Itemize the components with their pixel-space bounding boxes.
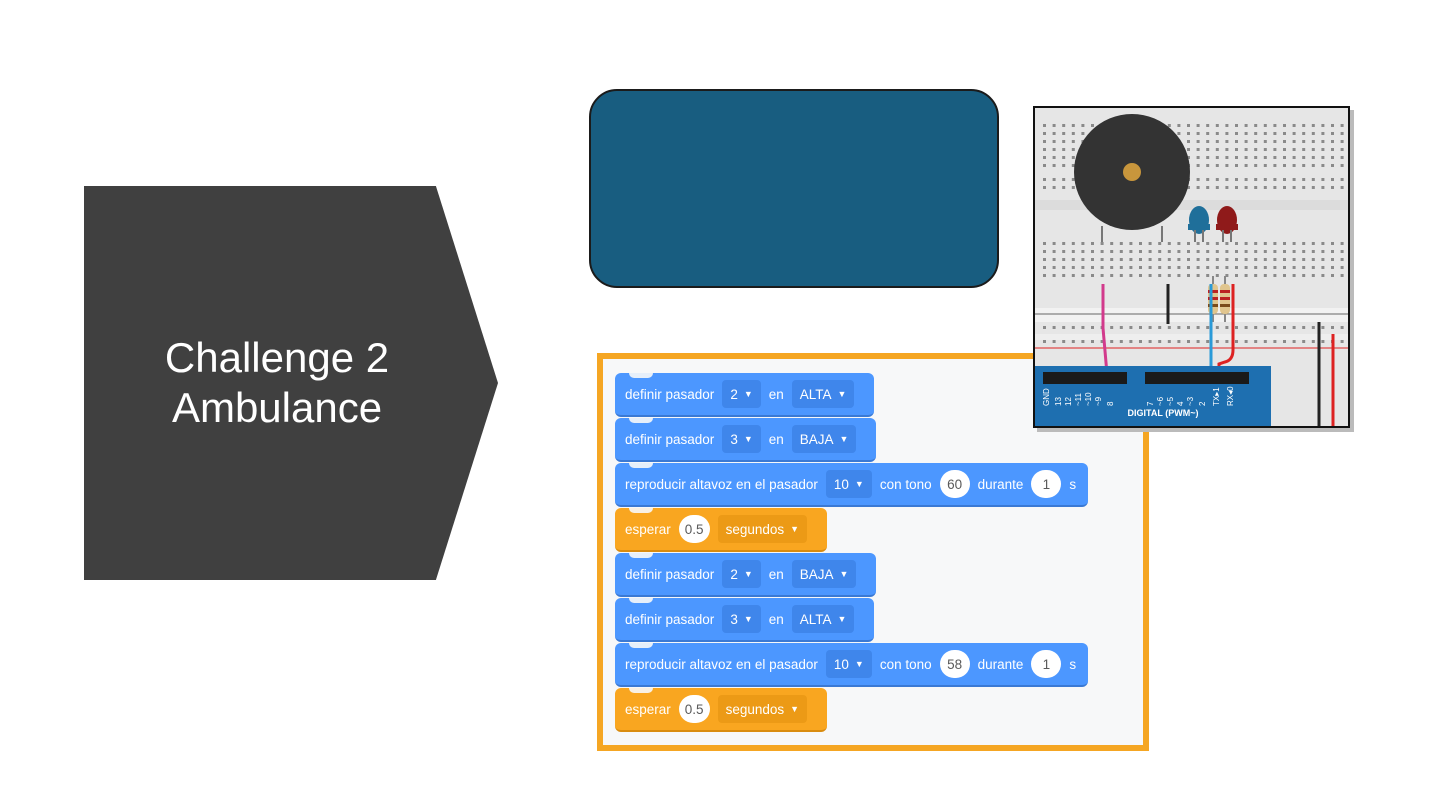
tone-input[interactable]: 60 bbox=[939, 470, 970, 498]
block-label: durante bbox=[977, 476, 1024, 492]
title-chevron bbox=[84, 186, 498, 580]
pin-label: 2 bbox=[1198, 401, 1207, 406]
wait-block[interactable]: esperar 0.5 segundos▼ bbox=[615, 508, 828, 552]
pin-label: ~5 bbox=[1166, 396, 1175, 406]
tone-input[interactable]: 58 bbox=[939, 650, 970, 678]
block-label: definir pasador bbox=[625, 431, 715, 447]
duration-input[interactable]: 1 bbox=[1031, 650, 1062, 678]
block-label: reproducir altavoz en el pasador bbox=[625, 656, 818, 672]
pin-label: RX◂0 bbox=[1226, 386, 1235, 406]
speaker-block[interactable]: reproducir altavoz en el pasador 10▼ con… bbox=[615, 643, 1089, 687]
slide-title: Challenge 2 Ambulance bbox=[84, 186, 470, 580]
wait-input[interactable]: 0.5 bbox=[678, 695, 710, 723]
block-label: esperar bbox=[625, 521, 671, 537]
set-pin-block[interactable]: definir pasador 2▼ en ALTA▼ bbox=[615, 373, 875, 417]
pin-label: 8 bbox=[1106, 401, 1115, 406]
pin-label: 12 bbox=[1064, 397, 1073, 406]
pin-label: ~3 bbox=[1186, 396, 1195, 406]
pin-label: ~9 bbox=[1094, 396, 1103, 406]
board-label: DIGITAL (PWM~) bbox=[1128, 408, 1199, 418]
block-label: definir pasador bbox=[625, 611, 715, 627]
unit-dropdown[interactable]: segundos▼ bbox=[717, 695, 808, 723]
pin-dropdown[interactable]: 2▼ bbox=[722, 560, 761, 588]
blue-panel bbox=[589, 89, 999, 288]
block-label: reproducir altavoz en el pasador bbox=[625, 476, 818, 492]
block-label: en bbox=[768, 611, 784, 627]
title-line-2: Ambulance bbox=[171, 384, 383, 431]
pin-label: ~10 bbox=[1084, 392, 1093, 406]
set-pin-block[interactable]: definir pasador 2▼ en BAJA▼ bbox=[615, 553, 877, 597]
block-label: en bbox=[768, 431, 784, 447]
set-pin-block[interactable]: definir pasador 3▼ en ALTA▼ bbox=[615, 598, 875, 642]
state-dropdown[interactable]: ALTA▼ bbox=[791, 605, 855, 633]
block-label: en bbox=[768, 386, 784, 402]
pink-wire bbox=[1101, 284, 1109, 375]
pin-label: ~11 bbox=[1074, 392, 1083, 406]
block-label: definir pasador bbox=[625, 386, 715, 402]
state-dropdown[interactable]: BAJA▼ bbox=[791, 560, 857, 588]
pin-dropdown[interactable]: 2▼ bbox=[722, 380, 761, 408]
block-label: definir pasador bbox=[625, 566, 715, 582]
state-dropdown[interactable]: ALTA▼ bbox=[791, 380, 855, 408]
title-line-1: Challenge 2 bbox=[164, 334, 390, 381]
breadboard-holes bbox=[1043, 124, 1344, 343]
duration-input[interactable]: 1 bbox=[1031, 470, 1062, 498]
speaker-block[interactable]: reproducir altavoz en el pasador 10▼ con… bbox=[615, 463, 1089, 507]
pin-label: ~6 bbox=[1156, 396, 1165, 406]
wait-block[interactable]: esperar 0.5 segundos▼ bbox=[615, 688, 828, 732]
pin-dropdown[interactable]: 10▼ bbox=[825, 650, 872, 678]
pin-label: TX▸1 bbox=[1212, 387, 1221, 406]
block-label: con tono bbox=[879, 656, 932, 672]
unit-dropdown[interactable]: segundos▼ bbox=[717, 515, 808, 543]
set-pin-block[interactable]: definir pasador 3▼ en BAJA▼ bbox=[615, 418, 877, 462]
pin-label: 7 bbox=[1146, 401, 1155, 406]
red-wire bbox=[1217, 284, 1235, 374]
unit-label: s bbox=[1069, 656, 1077, 672]
unit-label: s bbox=[1069, 476, 1077, 492]
block-label: con tono bbox=[879, 476, 932, 492]
block-label: durante bbox=[977, 656, 1024, 672]
wait-input[interactable]: 0.5 bbox=[678, 515, 710, 543]
pin-label: 13 bbox=[1054, 397, 1063, 406]
pin-dropdown[interactable]: 3▼ bbox=[722, 425, 761, 453]
pin-dropdown[interactable]: 3▼ bbox=[722, 605, 761, 633]
pin-label: 4 bbox=[1176, 401, 1185, 406]
pin-dropdown[interactable]: 10▼ bbox=[825, 470, 872, 498]
block-label: esperar bbox=[625, 701, 671, 717]
block-label: en bbox=[768, 566, 784, 582]
pin-label: GND bbox=[1042, 388, 1051, 406]
state-dropdown[interactable]: BAJA▼ bbox=[791, 425, 857, 453]
